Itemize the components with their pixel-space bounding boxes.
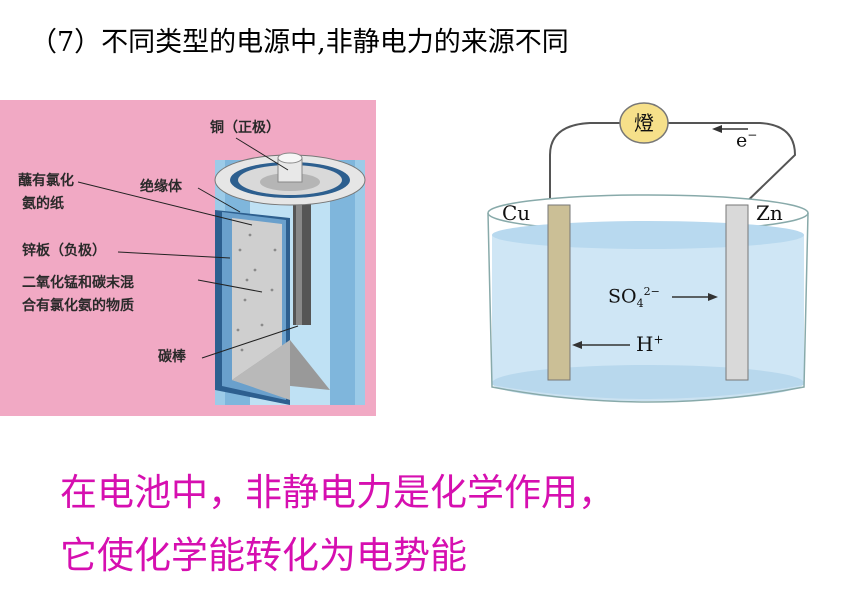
bulb-label: 燈 (634, 111, 654, 135)
dry-cell-diagram: 铜（正极） 蘸有氯化 氨的纸 绝缘体 锌板（负极） 二氧化锰和碳末混 合有氯化氨… (0, 100, 376, 416)
galvanic-cell-illustration (487, 102, 809, 403)
bulb (619, 102, 669, 144)
label-carbon-rod: 碳棒 (158, 349, 186, 365)
wire-left (549, 122, 620, 213)
wire-right (668, 122, 797, 214)
label-paste-paper-2: 氨的纸 (22, 196, 64, 212)
sulfate-label: SO42− (608, 285, 660, 311)
zinc-label: Zn (756, 201, 783, 225)
label-paste-paper-1: 蘸有氯化 (18, 173, 74, 189)
conclusion-line-2: 它使化学能转化为电势能 (60, 534, 467, 577)
label-zinc-plate: 锌板（负极） (22, 243, 106, 259)
label-mixture-1: 二氧化锰和碳末混 (22, 275, 134, 291)
label-copper-cap: 铜（正极） (210, 120, 280, 136)
dry-cell-illustration (77, 137, 366, 405)
copper-label: Cu (502, 201, 531, 225)
galvanic-cell-diagram: 燈 e− Cu Zn SO42− H+ (480, 95, 815, 425)
label-mixture-2: 合有氯化氨的物质 (22, 298, 134, 314)
conclusion-line-1: 在电池中，非静电力是化学作用， (60, 471, 615, 514)
beaker-wall (487, 212, 809, 403)
label-insulator: 绝缘体 (140, 179, 182, 195)
manganese-mixture (232, 218, 282, 396)
hydrogen-label: H+ (636, 332, 664, 356)
copper-electrode (547, 204, 571, 381)
zinc-electrode (725, 204, 749, 381)
slide-title: （7）不同类型的电源中,非静电力的来源不同 (30, 27, 569, 58)
electron-label: e− (736, 128, 758, 152)
